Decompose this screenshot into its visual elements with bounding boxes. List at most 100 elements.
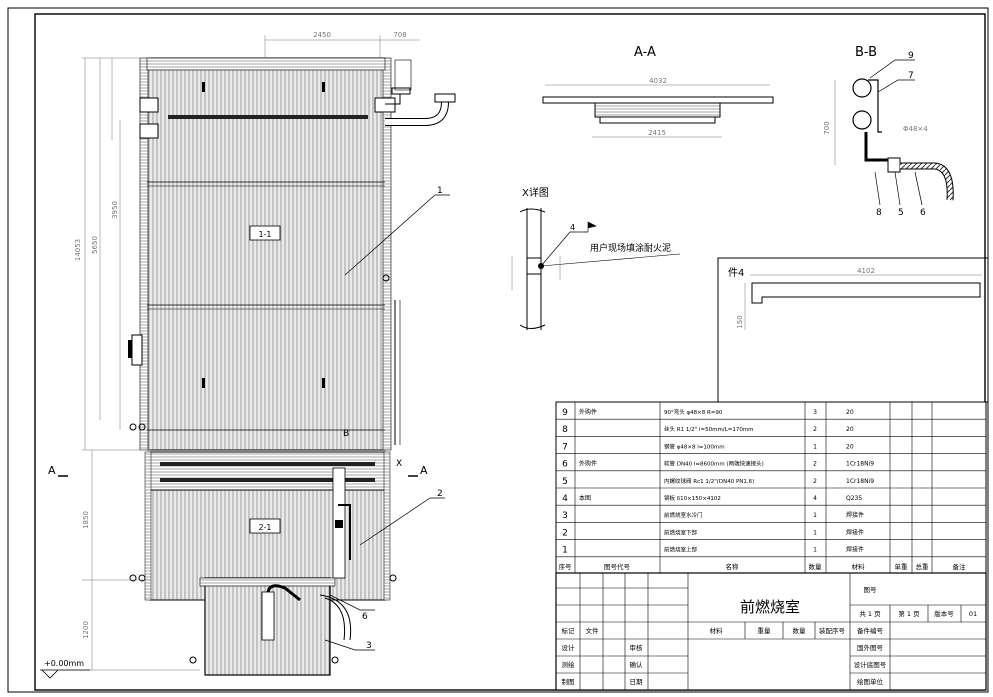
bom-header: 材料	[852, 562, 866, 571]
bom-row-material: 焊接件	[846, 528, 864, 536]
material-header: 材料	[710, 626, 724, 635]
sheet-number: 第 1 页	[898, 609, 920, 618]
bom-row-code: 外购件	[579, 408, 597, 416]
callout-8: 8	[876, 208, 882, 218]
bom-row-quantity: 1	[813, 512, 817, 519]
dim-part4-height: 150	[736, 315, 744, 328]
bom-row-name: 钢管 φ48×8 l=100mm	[664, 442, 725, 450]
drawing-title: 前燃烧室	[740, 598, 800, 616]
weight-header: 重量	[758, 627, 772, 635]
dim-height-total: 14053	[74, 239, 82, 261]
bom-row-material: 焊接件	[846, 546, 864, 554]
part4-title: 件4	[728, 267, 744, 279]
title-block: 前燃烧室 图号 共 1 页 第 1 页 版本号 01 材料 重量 数量 装配序号…	[555, 572, 987, 691]
bom-header: 序号	[559, 562, 573, 571]
section-marker-b: B	[343, 429, 349, 439]
bom-row-name: 前燃烧室下部	[664, 528, 698, 536]
bom-row-quantity: 1	[813, 529, 817, 536]
bom-row-number: 3	[562, 511, 568, 521]
callout-5: 5	[898, 208, 904, 218]
bom-row-quantity: 2	[813, 478, 817, 485]
mark-label: 标记	[562, 626, 576, 635]
bom-row-number: 1	[562, 546, 568, 556]
callout-9: 9	[908, 51, 914, 61]
bom-row-quantity: 2	[813, 426, 817, 433]
dim-part4-length: 4102	[857, 267, 875, 275]
section-aa-view: A-A 4032 2415	[542, 45, 774, 138]
make-label: 制图	[562, 677, 575, 686]
section-bb-title: B-B	[855, 45, 877, 60]
bom-row-quantity: 2	[813, 461, 817, 468]
bom-row-material: Q235	[846, 495, 862, 502]
sheet-count: 共 1 页	[859, 609, 881, 618]
bom-row-name: 丝头 R1 1/2" l=50mm/L=170mm	[664, 425, 754, 433]
drawing-unit-label: 绘图单位	[857, 677, 884, 686]
section-marker-a-right: A	[420, 464, 428, 477]
bom-row-quantity: 1	[813, 443, 817, 450]
design-label: 设计	[562, 643, 576, 652]
bom-row-number: 9	[562, 408, 568, 418]
section-label-lower: 2-1	[258, 523, 271, 532]
drawing-number-label: 图号	[864, 586, 878, 594]
dim-bb-height: 700	[823, 121, 831, 134]
callout-2: 2	[437, 489, 443, 499]
note-fireclay: 用户现场填涂耐火泥	[590, 242, 671, 254]
dim-top-right: 708	[393, 31, 406, 39]
confirm-label: 确认	[630, 660, 644, 669]
bom-header: 名称	[726, 562, 740, 571]
callout-6: 6	[362, 612, 368, 622]
section-marker-x: X	[396, 459, 402, 469]
dim-height-b: 3950	[111, 201, 119, 219]
bom-header: 数量	[809, 562, 823, 571]
bom-row-number: 5	[562, 477, 568, 487]
callout-1: 1	[437, 186, 443, 196]
section-marker-a-left: A	[48, 464, 56, 477]
callout-7: 7	[908, 71, 914, 81]
section-aa-title: A-A	[634, 45, 656, 60]
bom-row-number: 8	[562, 425, 568, 435]
dim-top-width: 2450	[313, 31, 331, 39]
bom-row-name: 内螺纹球阀 Rc1 1/2"(DN40 PN1.6)	[664, 477, 754, 485]
section-bb-view: B-B 700 Φ48×4 9 7 8 5 6	[823, 45, 954, 218]
bom-row-code: 外购件	[579, 460, 597, 468]
doc-label: 文件	[586, 626, 600, 635]
bom-row-quantity: 4	[813, 495, 817, 502]
bom-row-material: 20	[846, 443, 854, 450]
bom-row-number: 4	[562, 494, 568, 504]
dim-aa-width: 4032	[649, 77, 667, 85]
bom-row-name: 前燃烧室水冷门	[664, 511, 703, 519]
detail-x-view: X详图 4 用户现场填涂耐火泥	[511, 186, 681, 330]
callout-3: 3	[366, 641, 372, 651]
dim-aa-inner: 2415	[648, 129, 666, 137]
bom-row-material: 20	[846, 409, 854, 416]
section-label-upper: 1-1	[258, 230, 271, 239]
dim-bb-pipe: Φ48×4	[903, 125, 928, 133]
bom-row-number: 6	[562, 460, 568, 470]
main-elevation: 1-1 2-1	[40, 31, 456, 679]
bom-row-number: 2	[562, 528, 568, 538]
dim-height-d: 1200	[82, 621, 90, 639]
bom-row-material: 1Cr18Ni9	[846, 461, 874, 468]
bom-header: 单重	[895, 562, 909, 571]
bom-row-quantity: 3	[813, 409, 817, 416]
bom-row-name: 钢板 δ10×150×4102	[664, 494, 721, 502]
callout-6-bb: 6	[920, 208, 926, 218]
draw-label: 测绘	[562, 660, 576, 669]
bom-row-material: 20	[846, 426, 854, 433]
dim-height-a: 5650	[91, 236, 99, 254]
bom-row-code: 本图	[579, 494, 591, 502]
callout-4: 4	[570, 223, 575, 232]
date-label: 日期	[630, 678, 644, 686]
assembly-seq-header: 装配序号	[819, 626, 846, 635]
bom-row-number: 7	[562, 442, 568, 452]
design-base-no-label: 设计底图号	[854, 660, 887, 669]
inner-frame	[34, 13, 986, 691]
level-mark: +0.00mm	[44, 659, 84, 668]
bom-row-name: 前燃烧室上部	[664, 546, 698, 554]
bom-header: 总重	[916, 562, 930, 571]
bom-header: 备注	[953, 562, 967, 571]
detail-x-title: X详图	[522, 186, 549, 199]
version-label: 版本号	[934, 609, 954, 618]
